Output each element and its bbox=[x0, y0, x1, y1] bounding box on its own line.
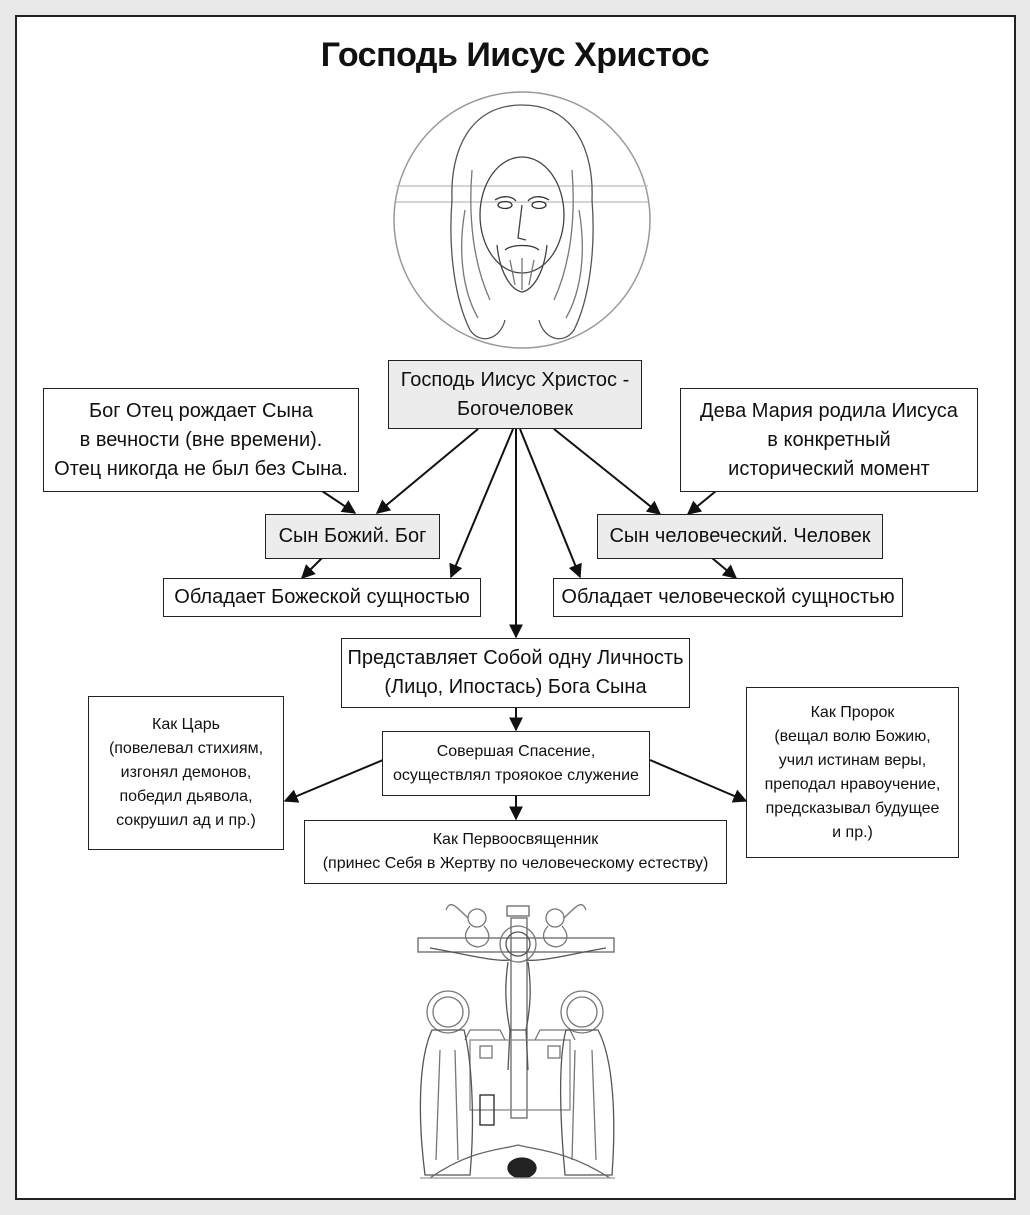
node-high-priest: Как Первоосвященник (принес Себя в Жертв… bbox=[304, 820, 727, 884]
arrow-salvation-to-king bbox=[283, 759, 384, 803]
arrow-salvation-to-prophet bbox=[649, 759, 748, 803]
arrow-center-to-son-of-god bbox=[375, 428, 479, 514]
node-salvation: Совершая Спасение, осуществлял трояокое … bbox=[382, 731, 650, 796]
arrow-center-to-son-of-man bbox=[553, 428, 662, 515]
arrow-son-of-god-to-divine-essence bbox=[301, 557, 323, 579]
node-virgin-mary: Дева Мария родила Иисуса в конкретный ис… bbox=[680, 388, 978, 492]
node-god-the-father: Бог Отец рождает Сына в вечности (вне вр… bbox=[43, 388, 359, 492]
node-human-essence: Обладает человеческой сущностью bbox=[553, 578, 903, 617]
node-prophet: Как Пророк (вещал волю Божию, учил истин… bbox=[746, 687, 959, 858]
node-king: Как Царь (повелевал стихиям, изгонял дем… bbox=[88, 696, 284, 850]
arrow-center-to-human-essence bbox=[519, 428, 582, 579]
page-title: Господь Иисус Христос bbox=[320, 36, 710, 74]
arrow-mary-to-son-of-man bbox=[686, 490, 717, 515]
node-divine-essence: Обладает Божеской сущностью bbox=[163, 578, 481, 617]
node-son-of-god: Сын Божий. Бог bbox=[265, 514, 440, 559]
node-son-of-man: Сын человеческий. Человек bbox=[597, 514, 883, 559]
arrow-center-to-divine-essence bbox=[449, 428, 514, 579]
arrow-father-to-son-of-god bbox=[321, 490, 357, 514]
arrow-son-of-man-to-human-essence bbox=[711, 557, 738, 579]
node-one-person: Представляет Собой одну Личность (Лицо, … bbox=[341, 638, 690, 708]
node-god-man: Господь Иисус Христос - Богочеловек bbox=[388, 360, 642, 429]
